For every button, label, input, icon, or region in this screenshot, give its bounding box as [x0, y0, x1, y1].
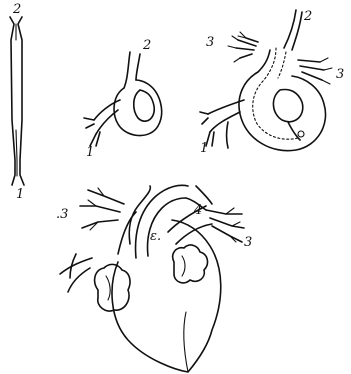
- stage-3-label-top: 2: [303, 9, 312, 24]
- stage-3-label-left-branch: 3: [206, 35, 214, 50]
- stage-2-looping-tube: 2 1: [84, 38, 162, 160]
- stage-4-label-center: ε.: [150, 229, 161, 244]
- stage-1-straight-tube: 2 1: [10, 2, 24, 202]
- stage-4-label-right-branch: 3: [244, 235, 252, 250]
- stage-3-bent-heart: 3 2 3 1: [200, 9, 344, 156]
- stage-2-label-top: 2: [142, 38, 151, 53]
- stage-4-label-left-branch: .3: [56, 207, 68, 222]
- stage-2-label-bottom: 1: [86, 145, 94, 160]
- stage-4-formed-heart: .3 4 3 ε.: [56, 185, 252, 372]
- stage-1-label-top: 2: [12, 2, 21, 17]
- stage-3-label-bottom: 1: [200, 141, 208, 156]
- stage-1-label-bottom: 1: [16, 187, 24, 202]
- stage-3-label-right-branch: 3: [336, 67, 344, 82]
- stage-4-label-upper-right: 4: [193, 203, 202, 218]
